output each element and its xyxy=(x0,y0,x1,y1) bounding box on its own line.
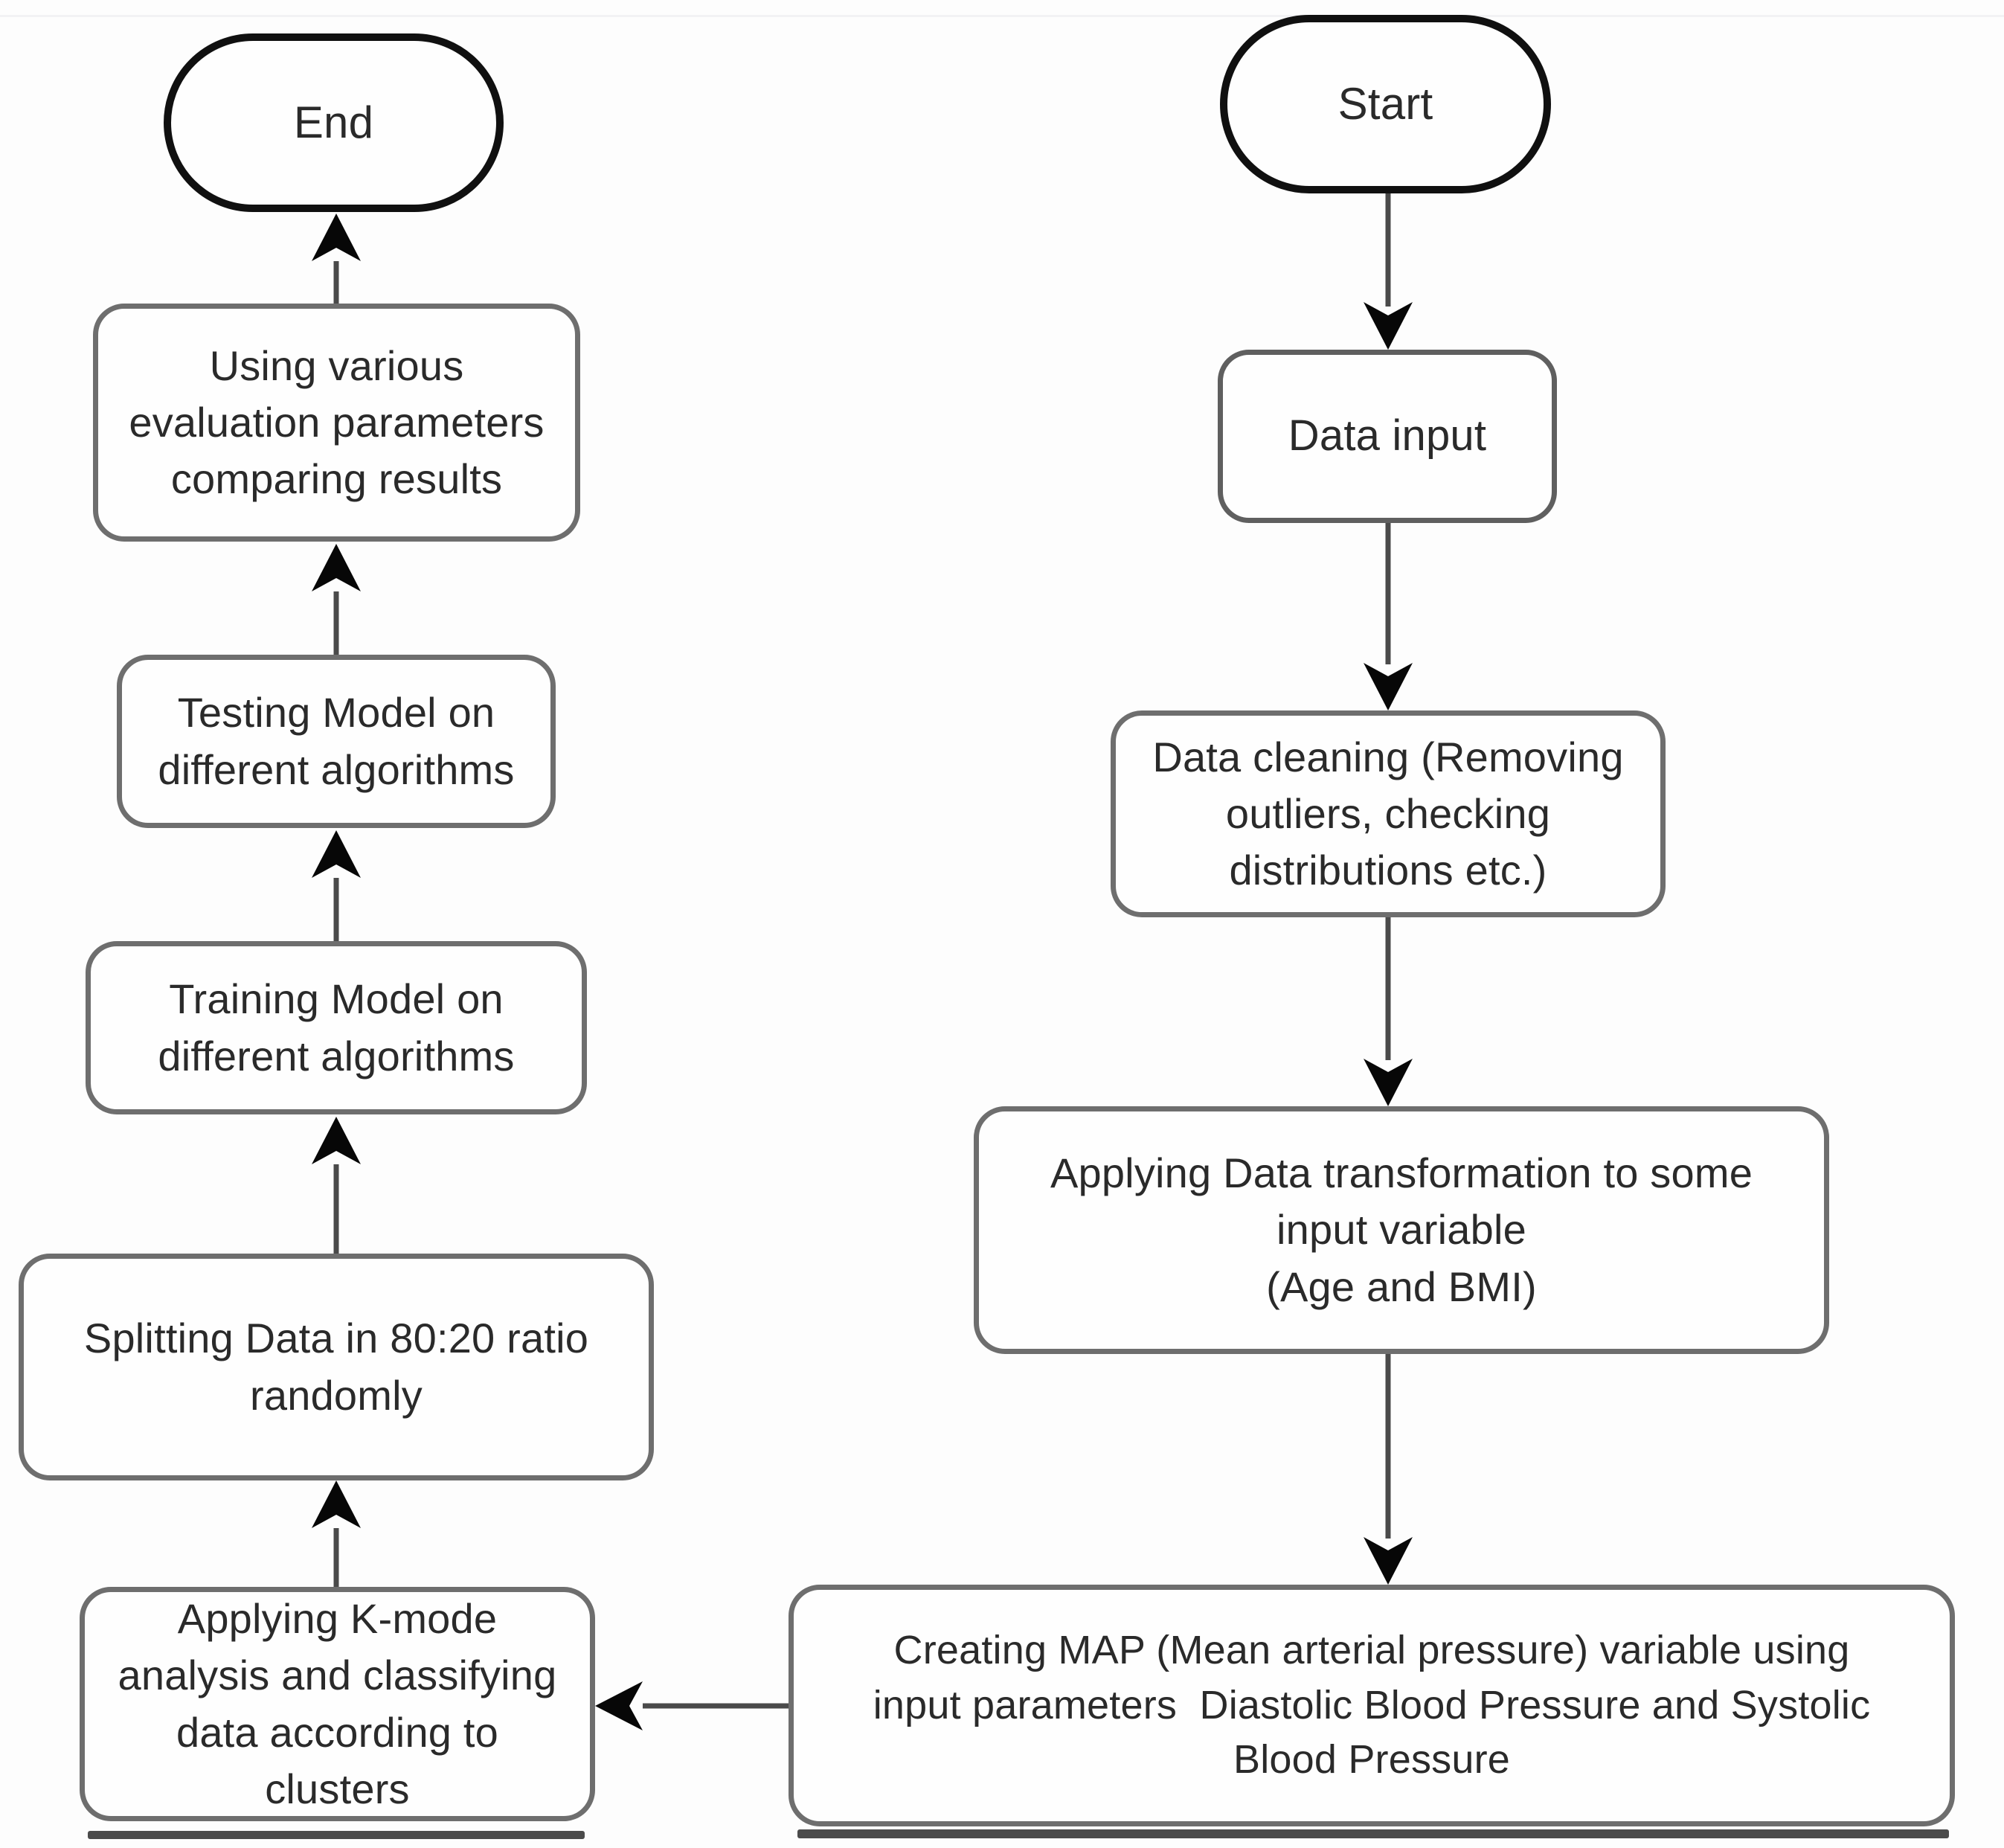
node-evaluation: Using various evaluation parameters comp… xyxy=(93,304,580,542)
node-data-cleaning: Data cleaning (Removing outliers, checki… xyxy=(1111,710,1666,917)
edge-k-mode-to-splitting xyxy=(312,1480,361,1587)
node-start: Start xyxy=(1220,15,1551,193)
node-data-cleaning-label: Data cleaning (Removing outliers, checki… xyxy=(1152,733,1624,894)
node-k-mode-label: Applying K-mode analysis and classifying… xyxy=(118,1595,557,1812)
node-data-transformation: Applying Data transformation to some inp… xyxy=(974,1106,1829,1354)
node-end-label: End xyxy=(293,97,374,148)
edge-data-transformation-to-creating-map xyxy=(1364,1354,1413,1585)
edge-data-cleaning-to-data-transformation xyxy=(1364,917,1413,1106)
edge-creating-map-to-k-mode xyxy=(595,1681,789,1730)
node-data-input-label: Data input xyxy=(1288,411,1487,461)
node-k-mode: Applying K-mode analysis and classifying… xyxy=(80,1587,595,1821)
node-testing: Testing Model on different algorithms xyxy=(117,655,556,828)
node-end: End xyxy=(164,33,504,212)
k-mode-bottom-shadow xyxy=(88,1831,585,1839)
node-training-label: Training Model on different algorithms xyxy=(158,975,515,1079)
edge-splitting-to-training xyxy=(312,1117,361,1254)
node-creating-map-label: Creating MAP (Mean arterial pressure) va… xyxy=(873,1628,1871,1783)
node-data-transformation-label: Applying Data transformation to some inp… xyxy=(1050,1149,1753,1310)
node-training: Training Model on different algorithms xyxy=(86,941,587,1114)
node-splitting: Splitting Data in 80:20 ratio randomly xyxy=(19,1254,654,1480)
node-splitting-label: Splitting Data in 80:20 ratio randomly xyxy=(83,1315,589,1419)
node-testing-label: Testing Model on different algorithms xyxy=(158,689,515,793)
node-creating-map: Creating MAP (Mean arterial pressure) va… xyxy=(789,1585,1955,1826)
node-evaluation-label: Using various evaluation parameters comp… xyxy=(129,341,545,503)
edge-start-to-data-input xyxy=(1364,193,1413,350)
edge-training-to-testing xyxy=(312,830,361,941)
top-edge-line xyxy=(0,15,2004,17)
creating-map-bottom-shadow xyxy=(797,1829,1949,1838)
edge-testing-to-evaluation xyxy=(312,544,361,655)
edge-data-input-to-data-cleaning xyxy=(1364,523,1413,710)
edge-evaluation-to-end xyxy=(312,214,361,304)
node-data-input: Data input xyxy=(1218,350,1557,523)
node-start-label: Start xyxy=(1337,79,1433,129)
